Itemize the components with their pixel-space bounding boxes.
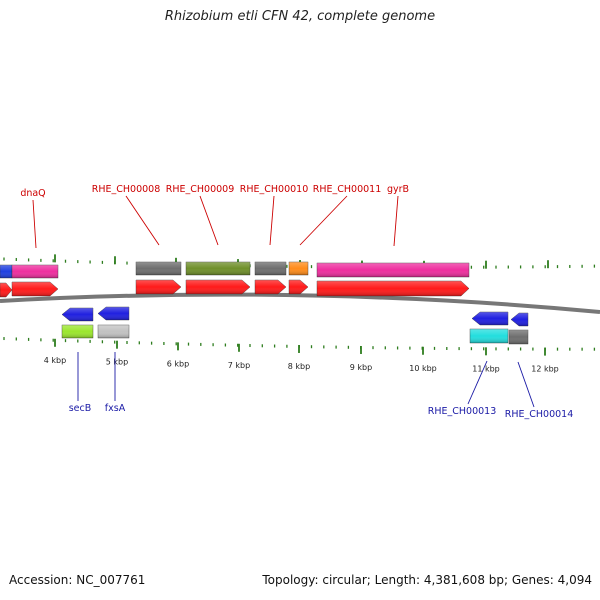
scale-label: 4 kbp (44, 356, 66, 365)
feature-shading (511, 313, 528, 326)
feature-shading (317, 263, 469, 277)
scale-label: 9 kbp (350, 363, 372, 372)
scale-label: 7 kbp (228, 361, 250, 370)
genome-backbone (0, 292, 600, 314)
label-leader (199, 195, 219, 246)
label-leader (517, 361, 535, 408)
feature-shading (470, 329, 508, 343)
feature-shading (186, 280, 250, 294)
feature-shading (62, 308, 93, 321)
gene-label: RHE_CH00013 (428, 406, 497, 417)
gene-label: RHE_CH00009 (166, 184, 235, 195)
feature-shading (186, 262, 250, 275)
gene-label: RHE_CH00014 (505, 409, 574, 420)
genome-summary-text: Topology: circular; Length: 4,381,608 bp… (262, 573, 592, 587)
feature-tracks (0, 261, 529, 345)
scale-label: 6 kbp (167, 359, 189, 368)
accession-text: Accession: NC_007761 (9, 573, 146, 587)
scale-label: 10 kbp (409, 364, 437, 373)
label-leader (125, 195, 160, 246)
gene-label: RHE_CH00011 (313, 184, 382, 195)
feature-shading (98, 307, 129, 320)
scale-label: 5 kbp (106, 358, 128, 367)
label-leader (393, 195, 399, 247)
scale-label: 12 kbp (531, 365, 559, 374)
feature-shading (12, 265, 58, 278)
label-leader (467, 360, 488, 405)
feature-shading (136, 262, 181, 275)
feature-shading (289, 280, 308, 294)
feature-shading (289, 262, 308, 275)
feature-shading (12, 282, 58, 296)
scale-label: 11 kbp (472, 364, 500, 373)
label-leader (299, 195, 348, 246)
feature-shading (0, 283, 12, 297)
gene-label: gyrB (387, 184, 409, 195)
map-title: Rhizobium etli CFN 42, complete genome (164, 9, 436, 24)
gene-label: fxsA (105, 403, 126, 414)
gene-label: RHE_CH00008 (92, 184, 161, 195)
label-leader (269, 195, 275, 246)
gene-label: dnaQ (20, 188, 45, 199)
feature-shading (255, 262, 286, 275)
feature-shading (509, 330, 528, 344)
feature-shading (62, 325, 93, 338)
feature-shading (0, 265, 12, 278)
feature-shading (98, 325, 129, 338)
label-leaders (32, 195, 535, 408)
feature-shading (136, 280, 181, 294)
feature-shading (317, 281, 469, 296)
scale-label: 8 kbp (288, 362, 310, 371)
feature-shading (255, 280, 286, 294)
feature-shading (472, 312, 508, 325)
gene-label: secB (69, 403, 92, 414)
label-leader (32, 199, 37, 249)
gene-label: RHE_CH00010 (240, 184, 309, 195)
